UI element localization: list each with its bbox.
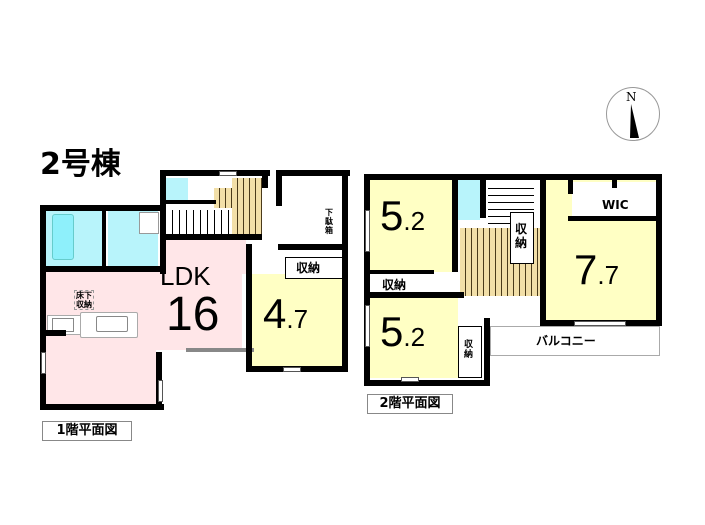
floor2-label: 2階平面図 — [367, 394, 453, 414]
room-c-size: 7.7 — [574, 246, 620, 293]
storage-b-label: 収納 — [464, 340, 474, 360]
floor1-label: 1階平面図 — [42, 421, 132, 441]
compass-north-label: N — [626, 90, 637, 104]
wall — [160, 170, 166, 274]
wall — [452, 174, 458, 272]
storage-b — [458, 326, 482, 378]
wic-room — [572, 182, 656, 218]
storage-1f-label: 収納 — [296, 261, 321, 275]
wall — [276, 170, 350, 176]
wall — [40, 330, 66, 336]
toilet-2f — [458, 180, 480, 220]
north-arrow-icon — [630, 104, 639, 138]
wall — [262, 176, 268, 188]
ldk-room — [46, 272, 242, 350]
wall — [612, 174, 617, 188]
wall — [40, 404, 164, 410]
sink-icon — [96, 316, 128, 332]
room-a — [370, 180, 458, 272]
storage-a — [370, 272, 430, 292]
wall — [278, 244, 344, 250]
wall — [364, 380, 490, 386]
wall — [364, 174, 662, 180]
wall — [364, 292, 464, 298]
western-1f-size: 4.7 — [263, 290, 309, 337]
wall — [540, 174, 546, 324]
storage-hall-label: 収納 — [515, 222, 528, 250]
window — [365, 210, 370, 252]
window — [41, 352, 46, 374]
ldk-room-upper — [166, 240, 246, 274]
window — [401, 377, 419, 382]
window — [365, 305, 370, 347]
window — [574, 321, 626, 326]
balcony-area — [490, 326, 660, 356]
wall — [102, 210, 106, 266]
shoe-box-label: 下駄箱 — [325, 208, 333, 235]
underfloor-storage-label: 床下収納 — [74, 290, 94, 310]
ldk-size: 16 — [166, 288, 220, 341]
room-b — [370, 298, 458, 378]
room-b-size: 5.2 — [380, 308, 426, 355]
wall — [40, 205, 162, 211]
wall — [40, 205, 46, 409]
wall — [342, 170, 348, 372]
balcony-label: バルコニー — [536, 334, 596, 348]
window — [283, 367, 301, 372]
wall — [160, 170, 270, 176]
room-a-size: 5.2 — [380, 192, 426, 239]
bathtub — [52, 214, 74, 260]
toilet-1f — [166, 178, 188, 200]
wall — [484, 318, 490, 386]
wall — [656, 174, 662, 326]
wic-label: WIC — [602, 198, 629, 212]
compass: N — [606, 87, 660, 141]
wall — [364, 174, 370, 386]
window — [158, 380, 163, 402]
western-room-1f — [252, 274, 342, 368]
wall — [364, 270, 434, 274]
wall — [246, 244, 252, 370]
washer-space — [139, 212, 159, 234]
storage-a-label: 収納 — [382, 278, 407, 292]
wall — [276, 176, 282, 206]
wall — [568, 174, 573, 194]
wall — [40, 266, 160, 272]
window — [219, 171, 237, 176]
stairs-1f-landing — [214, 188, 238, 208]
storage-hall — [510, 212, 534, 264]
wall — [186, 348, 254, 352]
wall — [166, 200, 216, 204]
wall — [568, 216, 660, 221]
wall — [166, 234, 262, 240]
building-title: 2号棟 — [40, 147, 121, 182]
ldk-label: LDK — [160, 261, 211, 291]
ldk-room-lower — [46, 348, 156, 404]
stairs-1f-steps — [166, 210, 230, 234]
wall — [480, 174, 486, 218]
entrance-hall — [282, 208, 326, 244]
